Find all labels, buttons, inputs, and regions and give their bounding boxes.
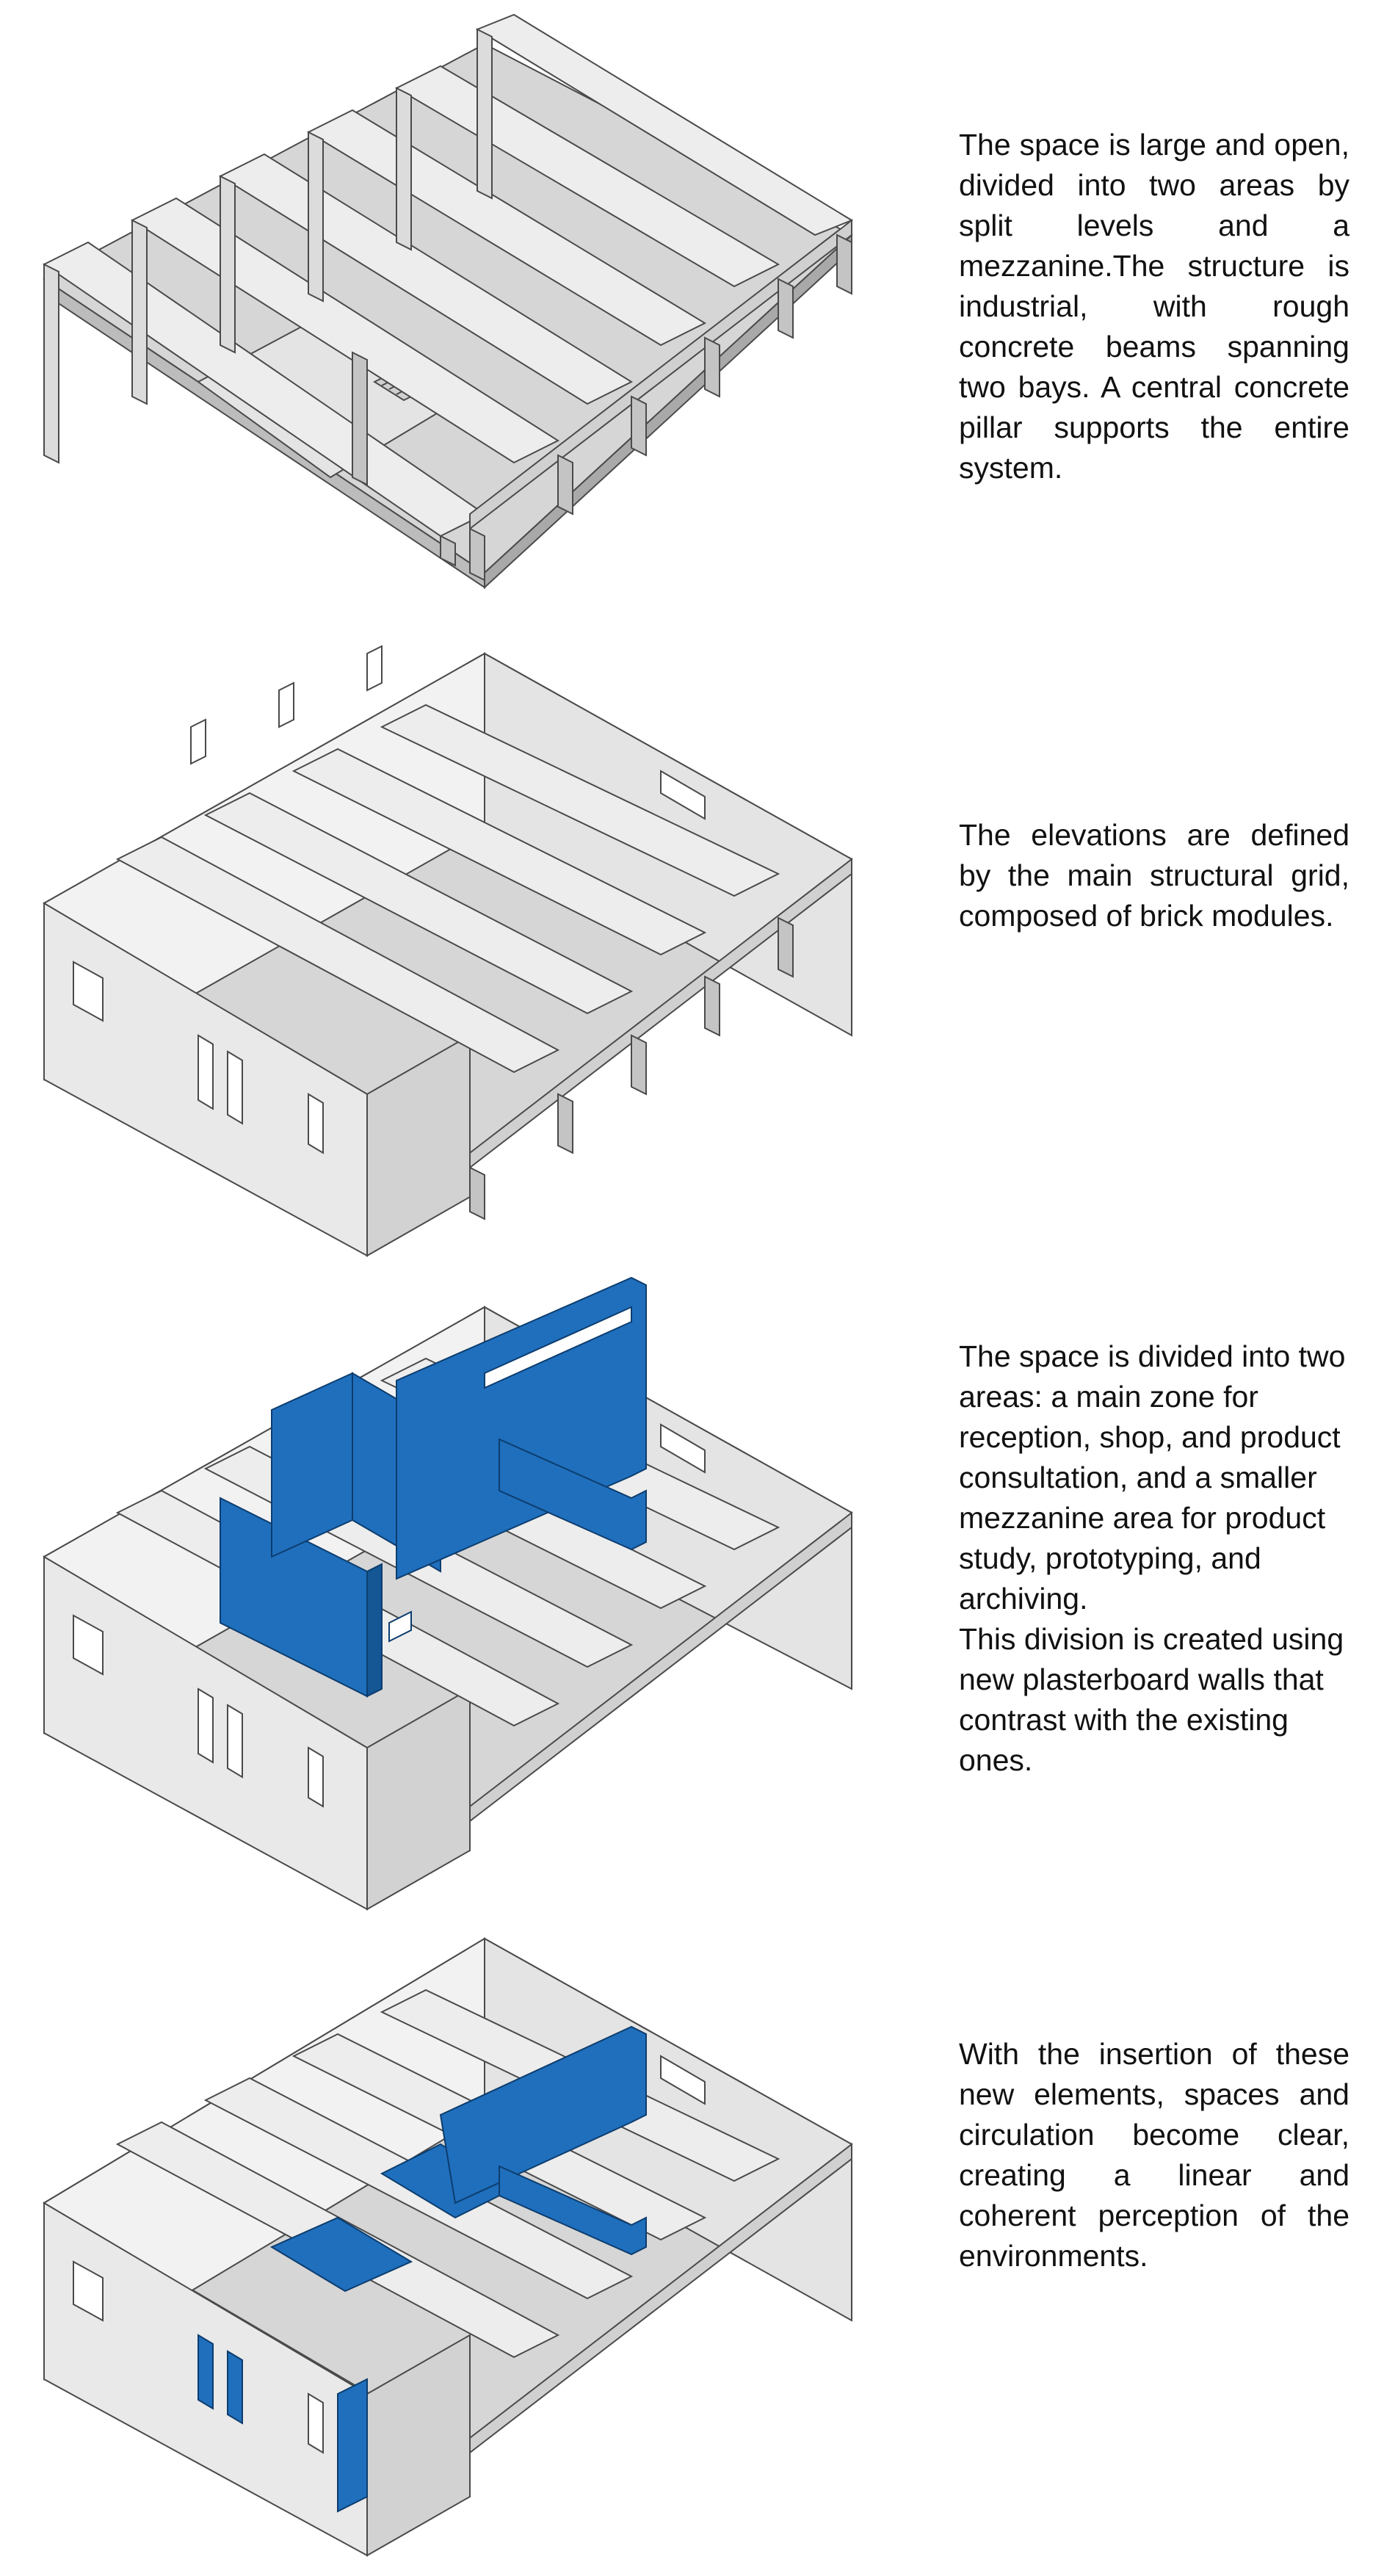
result-axonometric <box>43 1937 853 2557</box>
panel-division: The space is divided into two areas: a m… <box>0 1276 1395 1924</box>
windows <box>73 645 706 1154</box>
caption-elevations: The elevations are defined by the main s… <box>959 818 1349 933</box>
portal-frames <box>43 13 854 582</box>
caption-division: The space is divided into two areas: a m… <box>959 1339 1346 1777</box>
portal-frames <box>115 703 852 1220</box>
windows <box>73 2055 706 2454</box>
facade-side <box>366 2334 471 2557</box>
caption-structure: The space is large and open, divided int… <box>959 128 1349 485</box>
caption-result: With the insertion of these new elements… <box>959 2037 1349 2273</box>
new-plasterboard-walls <box>220 1276 647 1698</box>
panel-structure: The space is large and open, divided int… <box>0 0 1395 632</box>
windows <box>73 1423 706 1808</box>
facade-side <box>366 1687 471 1911</box>
new-plasterboard-walls <box>269 2025 647 2293</box>
panel-result: With the insertion of these new elements… <box>0 1924 1395 2570</box>
structure-axonometric <box>43 13 854 590</box>
elevations-axonometric <box>43 645 853 1257</box>
blue-door-openings <box>198 2334 368 2513</box>
division-axonometric <box>43 1276 853 1911</box>
central-pillar <box>352 351 368 486</box>
panel-elevations: The elevations are defined by the main s… <box>0 639 1395 1270</box>
